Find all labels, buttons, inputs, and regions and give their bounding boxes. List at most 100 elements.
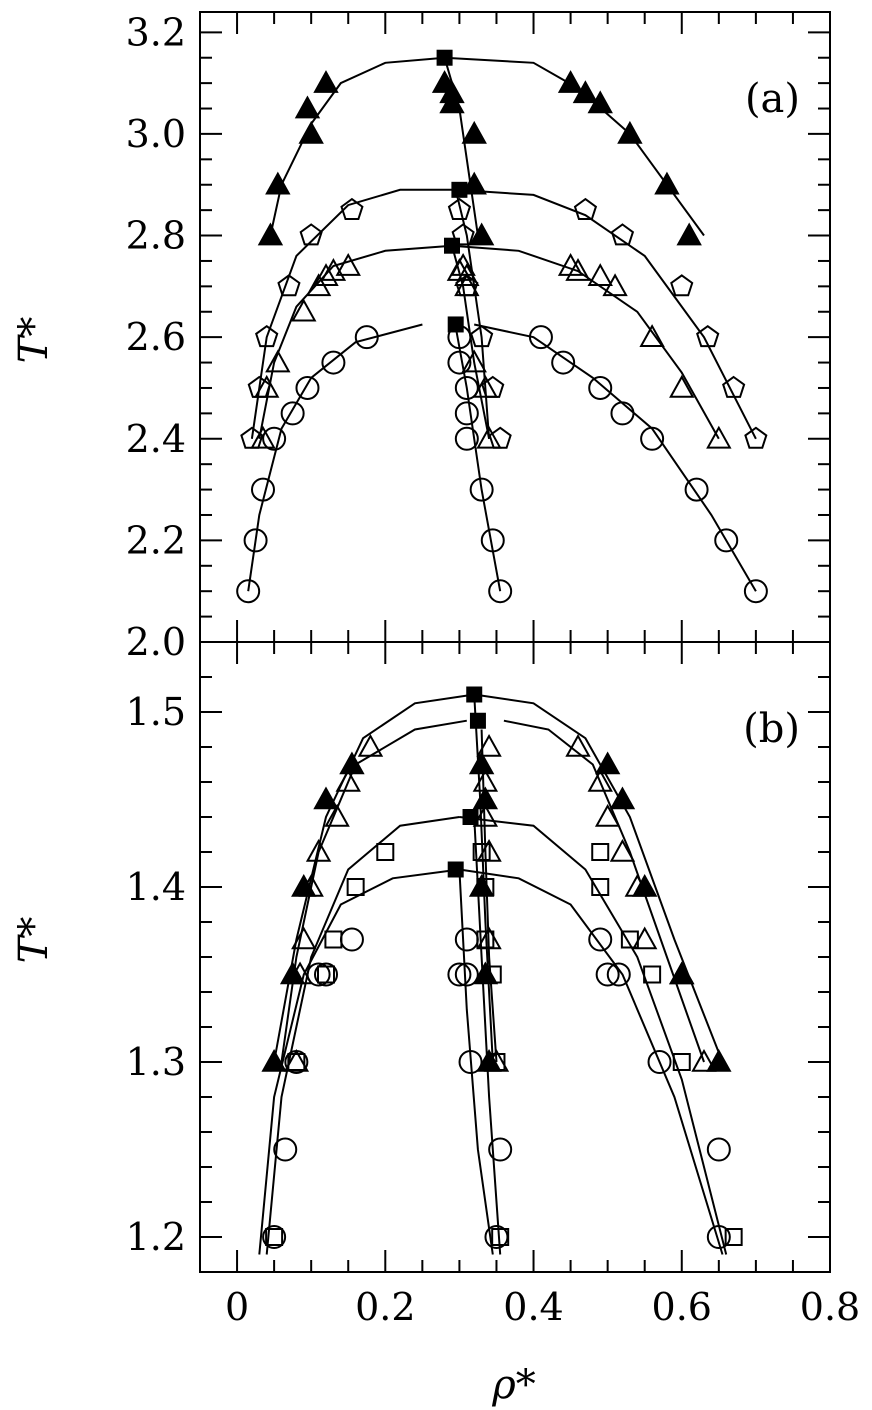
open-square-marker <box>476 878 495 896</box>
y-tick-label: 2.8 <box>126 214 186 258</box>
open-triangle-marker <box>476 425 502 449</box>
y-tick-label: 3.2 <box>126 10 186 54</box>
open-circle-marker <box>447 962 472 987</box>
open-triangle-marker <box>461 349 487 373</box>
x-tick-label: 0.4 <box>503 1285 563 1329</box>
open-square-marker <box>324 930 343 949</box>
series-1-curve-right <box>503 719 705 1063</box>
y-tick-label: 1.2 <box>126 1215 186 1259</box>
open-triangle-marker <box>254 374 280 398</box>
filled-triangle-marker <box>261 1048 287 1072</box>
open-triangle-marker <box>565 733 591 757</box>
y-tick-label: 2.6 <box>126 315 186 359</box>
open-circle-marker <box>454 426 479 451</box>
x-tick-label: 0.2 <box>355 1285 415 1329</box>
x-axis-title: ρ* <box>491 1362 536 1408</box>
open-circle-marker <box>454 962 479 987</box>
open-circle-marker <box>610 401 635 426</box>
open-circle-marker <box>243 528 268 553</box>
open-circle-marker <box>480 528 505 553</box>
open-triangle-marker <box>335 768 361 792</box>
open-triangle-marker <box>313 263 339 286</box>
open-pentagon-marker <box>696 324 720 348</box>
open-circle-marker <box>458 1050 483 1074</box>
open-triangle-marker <box>691 1048 717 1072</box>
open-triangle-marker <box>632 926 658 950</box>
open-circle-marker <box>280 401 305 426</box>
series-0-curve-left <box>269 56 445 236</box>
open-circle-marker <box>321 350 346 375</box>
panel-a: 2.02.22.42.62.83.03.2(a) <box>126 10 831 664</box>
open-triangle-marker <box>706 425 732 449</box>
open-circle-marker <box>588 375 613 400</box>
filled-triangle-marker <box>313 70 339 93</box>
series-3-curve-left <box>258 868 460 1255</box>
series-1-curve-right <box>455 188 757 440</box>
open-triangle-marker <box>669 961 695 985</box>
filled-square-marker <box>436 49 453 66</box>
panel-label: (a) <box>745 76 800 122</box>
open-circle-marker <box>488 1137 513 1162</box>
open-square-marker <box>724 1228 743 1246</box>
y-tick-label: 2.0 <box>126 620 186 664</box>
open-pentagon-marker <box>255 324 279 348</box>
open-triangle-marker <box>291 926 317 950</box>
x-tick-label: 0.6 <box>652 1285 712 1329</box>
open-circle-marker <box>447 350 472 375</box>
open-square-marker <box>591 878 610 896</box>
open-triangle-marker <box>624 873 650 897</box>
open-square-marker <box>620 930 639 949</box>
open-pentagon-marker <box>447 197 472 220</box>
open-circle-marker <box>295 375 320 400</box>
filled-triangle-marker <box>572 80 599 104</box>
open-pentagon-marker <box>610 223 635 246</box>
filled-triangle-marker <box>594 751 621 775</box>
open-triangle-marker <box>472 374 499 398</box>
open-triangle-marker <box>639 324 665 347</box>
open-circle-marker <box>551 350 576 375</box>
open-circle-marker <box>284 1050 309 1074</box>
open-triangle-marker <box>472 768 499 792</box>
open-pentagon-marker <box>744 426 768 449</box>
open-pentagon-marker <box>573 197 598 220</box>
x-tick-label: 0.8 <box>800 1285 860 1329</box>
open-circle-marker <box>488 579 513 604</box>
y-tick-label: 3.0 <box>126 112 186 156</box>
open-pentagon-marker <box>277 274 301 297</box>
filled-square-marker <box>462 809 479 825</box>
open-triangle-marker <box>476 733 502 757</box>
open-triangle-marker <box>454 263 480 286</box>
series-2-curve-left <box>265 816 460 1255</box>
open-circle-marker <box>273 1137 298 1162</box>
open-circle-marker <box>647 1050 672 1074</box>
open-square-marker <box>346 878 365 896</box>
open-triangle-marker <box>265 349 291 373</box>
open-square-marker <box>487 1053 506 1071</box>
open-triangle-marker <box>587 263 613 286</box>
open-triangle-marker <box>324 803 350 827</box>
filled-square-marker <box>466 686 483 703</box>
y-tick-label: 2.2 <box>126 518 186 562</box>
open-triangle-marker <box>250 425 276 449</box>
open-square-marker <box>376 843 395 861</box>
open-circle-marker <box>743 579 768 604</box>
open-triangle-marker <box>454 273 480 297</box>
plot-frame <box>199 641 831 1273</box>
open-circle-marker <box>314 962 338 987</box>
series-3-curve-diameter <box>454 326 502 592</box>
open-circle-marker <box>706 1225 731 1249</box>
filled-square-marker <box>444 237 460 254</box>
filled-triangle-marker <box>654 171 680 195</box>
open-circle-marker <box>595 962 620 987</box>
filled-triangle-marker <box>557 70 584 93</box>
filled-triangle-marker <box>313 786 339 810</box>
panel-a-y-axis-title: T* <box>11 317 57 364</box>
open-circle-marker <box>354 325 379 350</box>
open-triangle-marker <box>357 733 384 757</box>
open-square-marker <box>643 965 662 984</box>
open-pentagon-marker <box>722 375 746 398</box>
open-square-marker <box>672 1053 691 1071</box>
filled-triangle-marker <box>265 171 291 195</box>
